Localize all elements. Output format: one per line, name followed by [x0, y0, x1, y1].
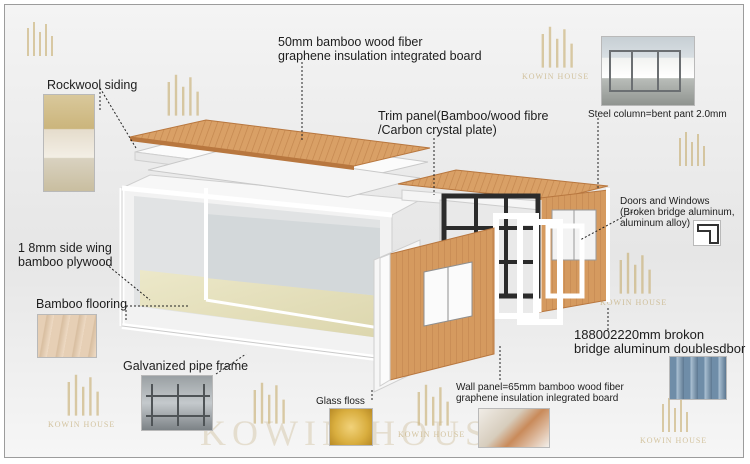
- label-brokon-bridge: 188002220mm brokon bridge aluminum doubl…: [574, 327, 746, 357]
- kowin-house-logo: [676, 128, 706, 168]
- wall-panel-exploded: [373, 227, 495, 393]
- wall-panel-photo: [478, 408, 550, 448]
- steel-column-photo: [601, 36, 695, 106]
- label-bamboo-flooring: Bamboo flooring: [36, 297, 128, 311]
- kowin-house-logo: [164, 70, 200, 118]
- bamboo-flooring-photo: [37, 314, 97, 358]
- logo-icon: [417, 384, 449, 426]
- kowin-house-logo: [24, 18, 54, 58]
- watermark-brand: KOWIN HOUSE: [600, 298, 668, 307]
- label-trim-panel: Trim panel(Bamboo/wood fibre /Carbon cry…: [378, 109, 549, 137]
- label-rockwool: Rockwool siding: [47, 78, 138, 92]
- pipe-frame-icon: [146, 384, 210, 426]
- steel-frame-icon: [609, 50, 681, 92]
- leader-lines: [99, 62, 637, 400]
- pipe-frame-photo: [141, 375, 213, 431]
- logo-icon: [67, 374, 99, 416]
- label-side-wing: 1 8mm side wing bamboo plywood: [18, 241, 113, 269]
- container-frame: [119, 174, 422, 363]
- door-profile-icon: [693, 220, 721, 246]
- profile-section-icon: [697, 224, 719, 244]
- kowin-house-logo: KOWIN HOUSE: [600, 248, 667, 307]
- label-galvanized-pipe: Galvanized pipe frame: [123, 359, 249, 373]
- watermark-brand: KOWIN HOUSE: [522, 72, 590, 81]
- logo-icon: [661, 398, 688, 432]
- label-doors-windows: Doors and Windows (Broken bridge aluminu…: [620, 196, 735, 229]
- label-steel-column: Steel column=bent pant 2.0mm: [588, 109, 727, 120]
- aluminum-door-photo: [669, 356, 727, 400]
- kowin-house-logo: KOWIN HOUSE: [398, 380, 465, 439]
- logo-icon: [541, 26, 573, 68]
- label-wall-panel: Wall panel=65mm bamboo wood fiber graphe…: [456, 382, 624, 404]
- kowin-house-logo: KOWIN HOUSE: [640, 394, 707, 445]
- roof-layers: [129, 119, 431, 198]
- rockwool-photo: [43, 94, 95, 192]
- label-glass-floss: Glass floss: [316, 396, 365, 407]
- logo-icon: [253, 382, 285, 424]
- logo-icon: [27, 22, 53, 56]
- label-top-board: 50mm bamboo wood fiber graphene insulati…: [278, 35, 482, 63]
- watermark-brand: KOWIN HOUSE: [48, 420, 116, 429]
- kowin-house-logo: KOWIN HOUSE: [522, 22, 589, 81]
- logo-icon: [167, 74, 199, 116]
- watermark-brand: KOWIN HOUSE: [398, 430, 466, 439]
- logo-icon: [679, 132, 705, 166]
- kowin-house-logo: [250, 378, 286, 426]
- kowin-house-logo: KOWIN HOUSE: [48, 370, 115, 429]
- glass-floss-photo: [329, 408, 373, 446]
- logo-icon: [619, 252, 651, 294]
- watermark-brand: KOWIN HOUSE: [640, 436, 708, 445]
